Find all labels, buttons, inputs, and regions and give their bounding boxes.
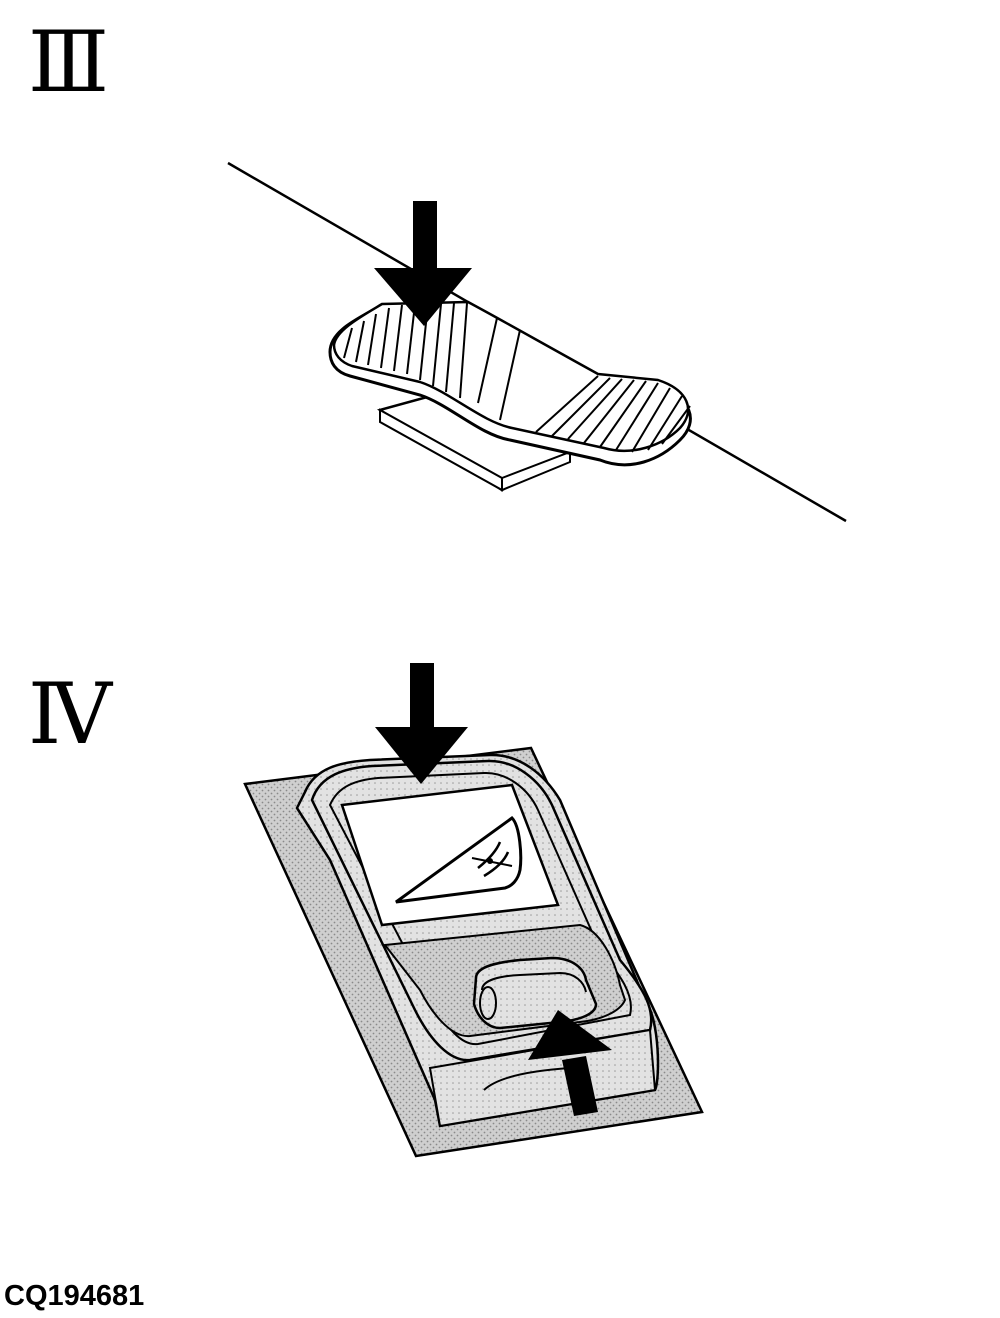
mower-triangle-icon [395, 816, 523, 904]
up-arrow-icon [528, 1010, 612, 1116]
step-iii-latch-diagram [227, 161, 847, 523]
down-arrow-icon [374, 201, 472, 326]
step-label-iii: Ⅲ [28, 13, 110, 111]
right-grip-ridges [535, 375, 691, 453]
pedal-middle-lines [477, 317, 521, 421]
housing-front-curve [483, 1067, 571, 1091]
push-button[interactable] [472, 956, 598, 1030]
down-arrow-icon [375, 663, 468, 784]
pedal-top [332, 300, 690, 452]
base-plate [377, 386, 573, 492]
step-iv-panel-diagram [243, 663, 704, 1158]
decal-window [340, 783, 560, 927]
figure-code: CQ194681 [4, 1280, 145, 1312]
step-label-iv: Ⅳ [28, 665, 112, 763]
